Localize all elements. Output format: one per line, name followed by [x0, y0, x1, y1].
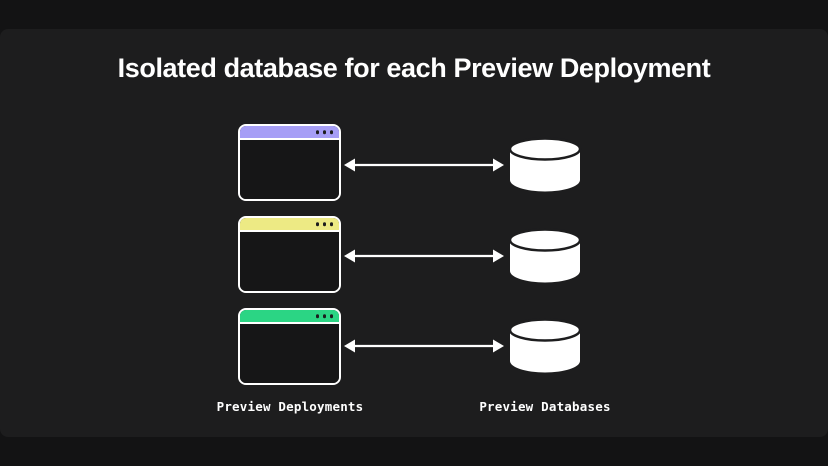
database-top-rim [508, 318, 582, 342]
arrow-head-left [344, 339, 355, 353]
bidirectional-arrow-icon [344, 339, 504, 353]
database-icon [508, 137, 582, 192]
database-body [510, 240, 580, 283]
window-dot [329, 130, 333, 134]
deployments-column-label: Preview Deployments [216, 399, 364, 414]
database-top-rim [508, 228, 582, 252]
arrow-head-left [344, 158, 355, 172]
arrow-head-left [344, 249, 355, 263]
window-dot [322, 130, 326, 134]
database-top-rim [508, 137, 582, 161]
browser-window [238, 216, 341, 293]
window-dot [322, 222, 326, 226]
browser-window-body [240, 232, 339, 291]
browser-window [238, 124, 341, 201]
databases-column-label: Preview Databases [479, 399, 611, 414]
window-dot [329, 222, 333, 226]
database-icon [508, 318, 582, 373]
browser-window-titlebar [240, 126, 339, 140]
arrow-head-right [493, 339, 504, 353]
arrow-head-right [493, 249, 504, 263]
window-dot [315, 314, 319, 318]
window-dot [322, 314, 326, 318]
browser-window-body [240, 324, 339, 383]
browser-window [238, 308, 341, 385]
window-dots-icon [315, 130, 333, 134]
database-body [510, 149, 580, 192]
database-body [510, 330, 580, 373]
page-title: Isolated database for each Preview Deplo… [117, 53, 711, 83]
window-dot [329, 314, 333, 318]
window-dots-icon [315, 222, 333, 226]
browser-window-titlebar [240, 218, 339, 232]
bidirectional-arrow-icon [344, 158, 504, 172]
database-top [510, 229, 580, 251]
database-top [510, 138, 580, 160]
window-dot [315, 130, 319, 134]
arrow-head-right [493, 158, 504, 172]
window-dot [315, 222, 319, 226]
database-top [510, 319, 580, 341]
diagram-canvas [0, 29, 828, 437]
browser-window-titlebar [240, 310, 339, 324]
browser-window-body [240, 140, 339, 199]
window-dots-icon [315, 314, 333, 318]
bidirectional-arrow-icon [344, 249, 504, 263]
database-icon [508, 228, 582, 283]
